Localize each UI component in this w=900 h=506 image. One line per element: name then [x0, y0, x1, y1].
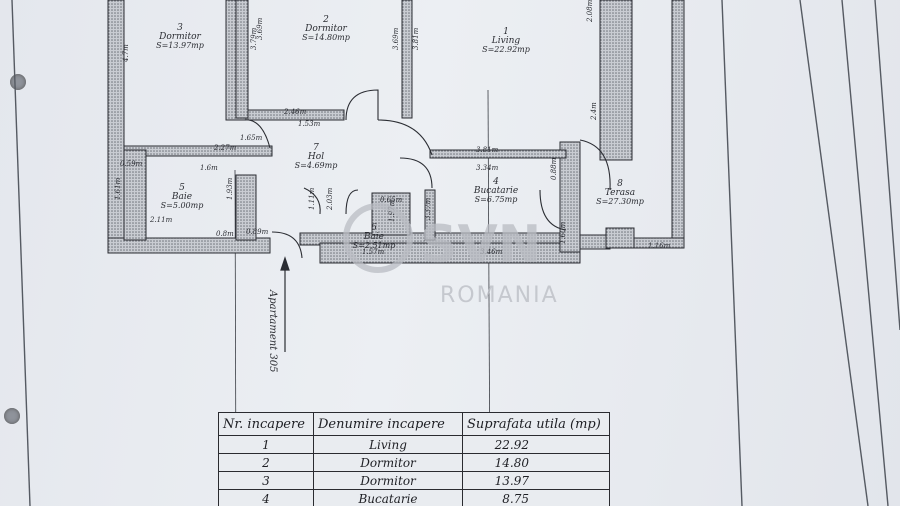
room-number: 4 [492, 177, 499, 187]
room-number: 2 [322, 15, 329, 25]
room-area-table: Nr. incapere Denumire incapere Suprafata… [218, 412, 610, 506]
dimension-label: 3.79m [250, 27, 258, 50]
cell-area: 8.75 [462, 489, 610, 506]
room-name: Dormitor [304, 24, 347, 34]
cell-area: 22.92 [462, 435, 610, 454]
dimension-label: 0.89m [246, 228, 269, 236]
table-row: 4 Bucatarie 8.75 [218, 489, 610, 506]
room-name: Baie [363, 232, 384, 242]
room-name: Dormitor [158, 32, 201, 42]
dimension-label: 0.59m [120, 160, 143, 168]
room-area: S=4.69mp [295, 161, 338, 170]
entrance-arrow [280, 256, 290, 352]
room-name: Bucatarie [473, 186, 518, 196]
table-header-row: Nr. incapere Denumire incapere Suprafata… [218, 412, 610, 436]
room-name: Hol [307, 152, 324, 162]
room-number: 1 [503, 27, 509, 37]
door-swings [243, 89, 611, 259]
header-area: Suprafata utila (mp) [462, 412, 610, 436]
dimension-label: 1.57m [362, 248, 385, 256]
dimension-label: 1.65m [240, 134, 263, 142]
dimension-label: 0.65m [380, 196, 403, 204]
dimension-label: 2.27m [213, 144, 237, 152]
room-area: S=2.51mp [353, 241, 396, 250]
dimension-label: 2.03m [326, 187, 334, 211]
dimension-label: 3.69m [256, 17, 264, 40]
room-number: 6 [371, 223, 377, 233]
watermark-sub: ROMANIA [440, 283, 559, 308]
dimension-label: 3.46m [480, 248, 503, 256]
cell-area: 13.97 [462, 471, 610, 490]
dimension-label: 3.81m [476, 146, 499, 154]
walls [107, 0, 685, 264]
room-area: S=22.92mp [482, 45, 530, 54]
room-area: S=6.75mp [475, 195, 518, 204]
dimension-label: 2.11m [149, 216, 173, 224]
binder-hole-top [10, 74, 26, 90]
room-name: Baie [171, 192, 192, 202]
room-area: S=13.97mp [156, 41, 204, 50]
table-row: 1 Living 22.92 [218, 435, 610, 454]
cell-name: Bucatarie [313, 489, 463, 506]
cell-nr: 2 [218, 453, 314, 472]
cell-name: Dormitor [313, 453, 463, 472]
dimension-label: 1.11m [308, 187, 316, 210]
header-name: Denumire incapere [313, 412, 463, 436]
dimension-label: 1.53m [298, 120, 321, 128]
room-number: 7 [313, 143, 319, 153]
dimension-label: 3.81m [412, 27, 420, 50]
binder-hole-bottom [4, 408, 20, 424]
table-row: 3 Dormitor 13.97 [218, 471, 610, 490]
watermark-brand: SVN [420, 215, 541, 275]
dimension-label: 2.08m [586, 0, 594, 23]
dimension-label: 0.88m [550, 157, 558, 180]
room-name: Terasa [605, 188, 635, 198]
paper-edge-lines [11, 0, 900, 506]
dimension-label: 1.93m [226, 177, 234, 200]
dimension-label: 4.7m [122, 44, 130, 63]
room-labels: 3DormitorS=13.97mp2DormitorS=14.80mp1Liv… [156, 15, 644, 250]
room-area: S=27.30mp [596, 197, 644, 206]
watermark: SVN ROMANIA [343, 203, 559, 308]
room-number: 8 [617, 179, 623, 189]
dimension-label: 1.60m [559, 221, 567, 244]
room-area: S=14.80mp [302, 33, 350, 42]
dimension-label: 2.46m [283, 108, 307, 116]
table-row: 2 Dormitor 14.80 [218, 453, 610, 472]
dimension-label: 1.6m [200, 164, 218, 172]
dimension-label: 0.8m [216, 230, 234, 238]
header-nr: Nr. incapere [218, 412, 314, 436]
room-number: 5 [179, 183, 185, 193]
dimension-label: 1.61m [114, 177, 122, 200]
dimension-label: 3.69m [392, 27, 400, 50]
cell-nr: 3 [218, 471, 314, 490]
room-number: 3 [177, 23, 183, 33]
cell-nr: 4 [218, 489, 314, 506]
cell-name: Living [313, 435, 463, 454]
entrance-label: Apartament 305 [267, 289, 278, 372]
dimension-label: 1.16m [648, 242, 671, 250]
room-area: S=5.00mp [161, 201, 204, 210]
dimension-label: 2.4m [590, 102, 598, 121]
dimension-label: 3.34m [476, 164, 499, 172]
dimension-label: 3.37m [424, 197, 432, 220]
cell-area: 14.80 [462, 453, 610, 472]
cell-nr: 1 [218, 435, 314, 454]
room-name: Living [491, 36, 521, 46]
cell-name: Dormitor [313, 471, 463, 490]
